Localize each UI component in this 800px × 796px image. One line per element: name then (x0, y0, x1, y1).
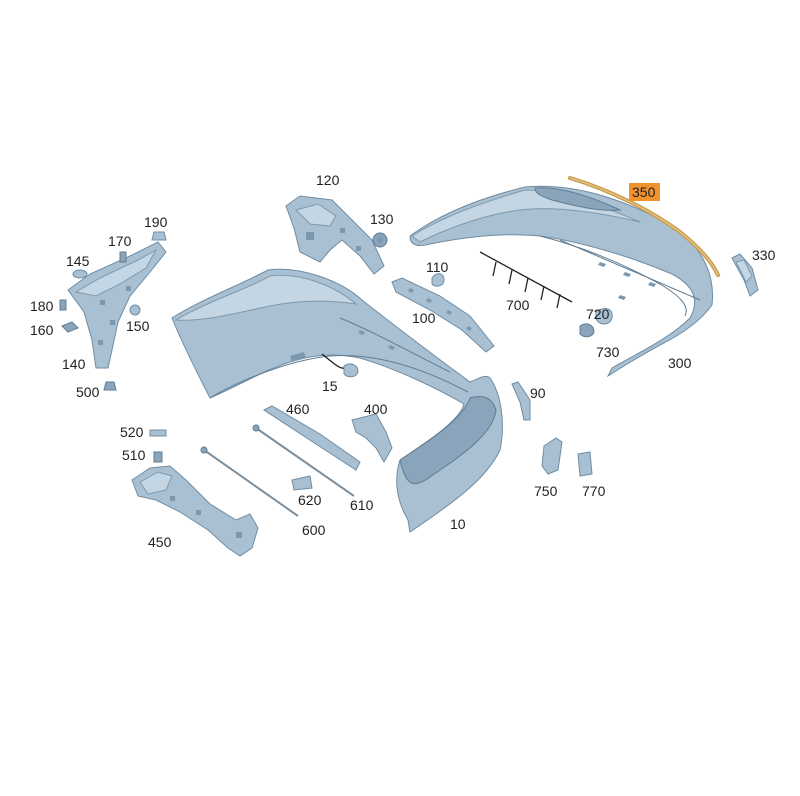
part-120-bracket[interactable] (285, 195, 385, 275)
label-350-highlight (629, 183, 660, 201)
label-190[interactable]: 190 (144, 214, 168, 230)
part-330-bracket[interactable] (731, 253, 759, 297)
part-130-grommet[interactable] (372, 232, 388, 248)
part-350-trim-strip[interactable] (568, 176, 720, 277)
label-700[interactable]: 700 (506, 297, 530, 313)
label-130[interactable]: 130 (370, 211, 394, 227)
part-510-clip[interactable] (153, 451, 163, 463)
part-770-cover[interactable] (577, 451, 593, 477)
label-450[interactable]: 450 (148, 534, 172, 550)
label-770[interactable]: 770 (582, 483, 606, 499)
part-730-sensor-holder[interactable] (579, 323, 595, 338)
label-170[interactable]: 170 (108, 233, 132, 249)
part-520-clip[interactable] (149, 429, 167, 437)
part-620-clip[interactable] (291, 475, 313, 491)
part-10-bumper-cover[interactable] (171, 268, 503, 533)
label-15[interactable]: 15 (322, 378, 338, 394)
label-460[interactable]: 460 (286, 401, 310, 417)
label-300[interactable]: 300 (668, 355, 692, 371)
part-150-grommet[interactable] (129, 304, 141, 316)
label-160[interactable]: 160 (30, 322, 54, 338)
part-110-clip[interactable] (431, 273, 445, 287)
label-350[interactable]: 350 (632, 184, 656, 200)
label-10[interactable]: 10 (450, 516, 466, 532)
label-120[interactable]: 120 (316, 172, 340, 188)
label-150[interactable]: 150 (126, 318, 150, 334)
label-180[interactable]: 180 (30, 298, 54, 314)
label-90[interactable]: 90 (530, 385, 546, 401)
part-190-clip[interactable] (151, 231, 167, 241)
part-720-sensor[interactable] (595, 308, 613, 325)
label-520[interactable]: 520 (120, 424, 144, 440)
part-610-cable[interactable] (252, 424, 355, 497)
label-610[interactable]: 610 (350, 497, 374, 513)
part-170-screw[interactable] (119, 251, 127, 263)
label-620[interactable]: 620 (298, 492, 322, 508)
part-300-bumper-upper[interactable] (409, 185, 714, 378)
part-450-lower-bracket[interactable] (131, 465, 259, 557)
label-500[interactable]: 500 (76, 384, 100, 400)
part-750-bracket[interactable] (541, 437, 563, 475)
label-110[interactable]: 110 (426, 259, 449, 275)
part-600-cable[interactable] (200, 446, 299, 517)
label-100[interactable]: 100 (412, 310, 436, 326)
part-180-screw[interactable] (59, 299, 67, 311)
label-730[interactable]: 730 (596, 344, 620, 360)
label-330[interactable]: 330 (752, 247, 776, 263)
part-90-bracket[interactable] (511, 381, 531, 421)
part-100-guide[interactable] (391, 277, 495, 353)
label-400[interactable]: 400 (364, 401, 388, 417)
label-145[interactable]: 145 (66, 253, 90, 269)
part-400-bracket[interactable] (351, 413, 393, 464)
part-500-bolt[interactable] (103, 381, 117, 391)
label-140[interactable]: 140 (62, 356, 86, 372)
part-145-nut[interactable] (72, 269, 88, 279)
label-600[interactable]: 600 (302, 522, 326, 538)
label-510[interactable]: 510 (122, 447, 146, 463)
label-750[interactable]: 750 (534, 483, 558, 499)
part-140-side-bracket[interactable] (67, 241, 167, 369)
label-720[interactable]: 720 (586, 306, 610, 322)
part-700-harness[interactable] (479, 251, 573, 309)
part-160-clip[interactable] (61, 321, 79, 333)
part-15-connector[interactable] (321, 353, 359, 378)
part-460-rail[interactable] (262, 405, 361, 471)
